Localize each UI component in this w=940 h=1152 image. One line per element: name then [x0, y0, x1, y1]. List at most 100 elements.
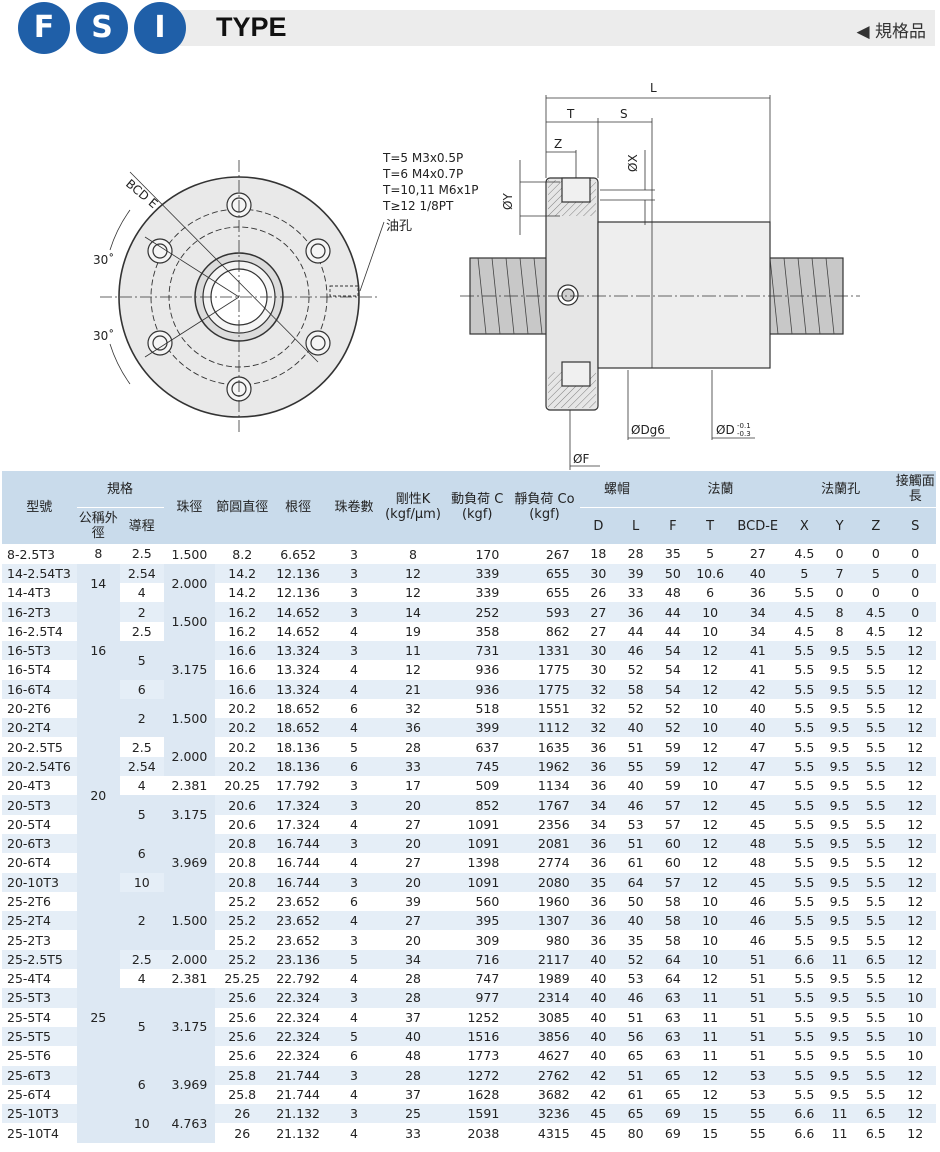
dim-D-tol-top: -0.1 — [737, 422, 751, 430]
table-cell: 9.5 — [829, 932, 850, 948]
table-cell: 16.744 — [269, 833, 328, 854]
table-cell: 11 — [380, 640, 446, 661]
table-cell: 5.5 — [794, 971, 815, 987]
table-cell: 3085 — [537, 1009, 570, 1025]
table-cell: 1960 — [537, 893, 570, 909]
table-cell: 27 — [590, 623, 607, 639]
table-cell: 63 — [664, 1048, 681, 1064]
table-cell: 80 — [627, 1125, 644, 1141]
table-cell: 12 — [702, 1086, 719, 1102]
table-cell: 4 — [327, 718, 381, 738]
table-cell: 12 — [907, 623, 924, 639]
dim-F: ØF — [573, 452, 589, 466]
table-cell: 5.5 — [865, 1009, 886, 1025]
table-cell: 2.5 — [131, 623, 152, 639]
table-cell: 25.2 — [228, 893, 257, 909]
table-cell: 5 — [120, 795, 164, 834]
table-cell: 1.500 — [163, 891, 216, 950]
table-cell: 16.6 — [228, 662, 257, 678]
table-cell: 5.5 — [865, 816, 886, 832]
table-cell: 5.5 — [794, 701, 815, 717]
col-ball-dia: 珠徑 — [163, 471, 216, 545]
table-cell: 57 — [654, 795, 692, 815]
table-cell: 2.000 — [163, 737, 216, 777]
table-cell: 5.5 — [857, 795, 895, 815]
table-cell: 23.136 — [269, 949, 328, 970]
table-cell: 45 — [590, 1125, 607, 1141]
table-cell: 21.744 — [276, 1086, 320, 1102]
table-cell: 1551 — [537, 701, 570, 717]
table-cell: 54 — [664, 662, 681, 678]
table-cell: 3856 — [509, 1026, 580, 1047]
table-cell: 53 — [627, 816, 644, 832]
table-cell: 11 — [831, 1125, 848, 1141]
table-cell: 12 — [894, 756, 936, 777]
cell-model: 25-2T3 — [7, 932, 51, 948]
table-cell: 50 — [654, 563, 692, 584]
table-cell: 4.763 — [163, 1104, 216, 1143]
table-cell: 21.744 — [269, 1065, 328, 1085]
table-cell: 4.5 — [786, 602, 822, 622]
table-cell: 45 — [728, 795, 787, 815]
table-cell: 69 — [654, 1104, 692, 1124]
table-cell: 12 — [894, 872, 936, 892]
table-cell: 12 — [691, 756, 729, 777]
table-cell: 40 — [380, 1026, 446, 1047]
cell-model: 16-5T4 — [7, 662, 51, 678]
table-cell: 47 — [728, 756, 787, 777]
table-cell: 5.5 — [865, 739, 886, 755]
cell-model: 20-2T6 — [7, 701, 51, 717]
cell-model: 8-2.5T3 — [7, 546, 55, 562]
table-cell: 41 — [728, 640, 787, 661]
table-cell: 51 — [749, 1048, 766, 1064]
table-cell: 10.6 — [691, 563, 729, 584]
table-cell: 10 — [691, 718, 729, 738]
table-cell: 48 — [664, 585, 681, 601]
col-flange-f: F — [654, 507, 692, 544]
table-cell: 12 — [894, 795, 936, 815]
table-cell: 9.5 — [821, 833, 858, 854]
table-cell: 25.6 — [228, 1009, 257, 1025]
dim-T: T — [566, 107, 575, 121]
col-lead: 導程 — [120, 507, 164, 544]
table-cell: 10 — [120, 872, 164, 892]
side-view — [460, 95, 860, 470]
table-cell: 34 — [590, 816, 607, 832]
table-cell: 6.652 — [280, 546, 316, 562]
table-cell: 18 — [590, 546, 607, 562]
angle-bottom-label: 30˚ — [93, 328, 114, 343]
table-cell: 53 — [627, 971, 644, 987]
table-cell: 2.5 — [131, 546, 152, 562]
table-cell: 12 — [894, 949, 936, 970]
table-cell: 1398 — [467, 855, 500, 871]
table-cell: 12 — [907, 662, 924, 678]
table-cell: 5.5 — [865, 701, 886, 717]
table-cell: 14.2 — [215, 563, 270, 584]
table-cell: 10 — [691, 911, 729, 931]
table-cell: 12 — [894, 1104, 936, 1124]
table-cell: 3.969 — [163, 1065, 216, 1105]
table-cell: 1091 — [467, 816, 500, 832]
table-cell: 1307 — [509, 911, 580, 931]
dim-Y: ØY — [501, 193, 515, 210]
table-cell: 4627 — [537, 1048, 570, 1064]
table-cell: 4 — [350, 1086, 358, 1102]
table-cell: 35 — [664, 546, 681, 562]
table-cell: 54 — [654, 640, 692, 661]
table-cell: 4 — [350, 971, 358, 987]
table-cell: 5.5 — [794, 778, 815, 794]
table-cell: 63 — [664, 1009, 681, 1025]
table-cell: 65 — [627, 1048, 644, 1064]
table-cell: 12 — [702, 855, 719, 871]
table-cell: 745 — [445, 756, 510, 777]
table-cell: 12 — [894, 640, 936, 661]
table-cell: 12 — [894, 833, 936, 854]
table-cell: 12.136 — [276, 585, 320, 601]
col-model: 型號 — [2, 471, 77, 545]
table-cell: 51 — [616, 833, 655, 854]
spec-link[interactable]: ◀ 規格品 — [856, 22, 926, 42]
